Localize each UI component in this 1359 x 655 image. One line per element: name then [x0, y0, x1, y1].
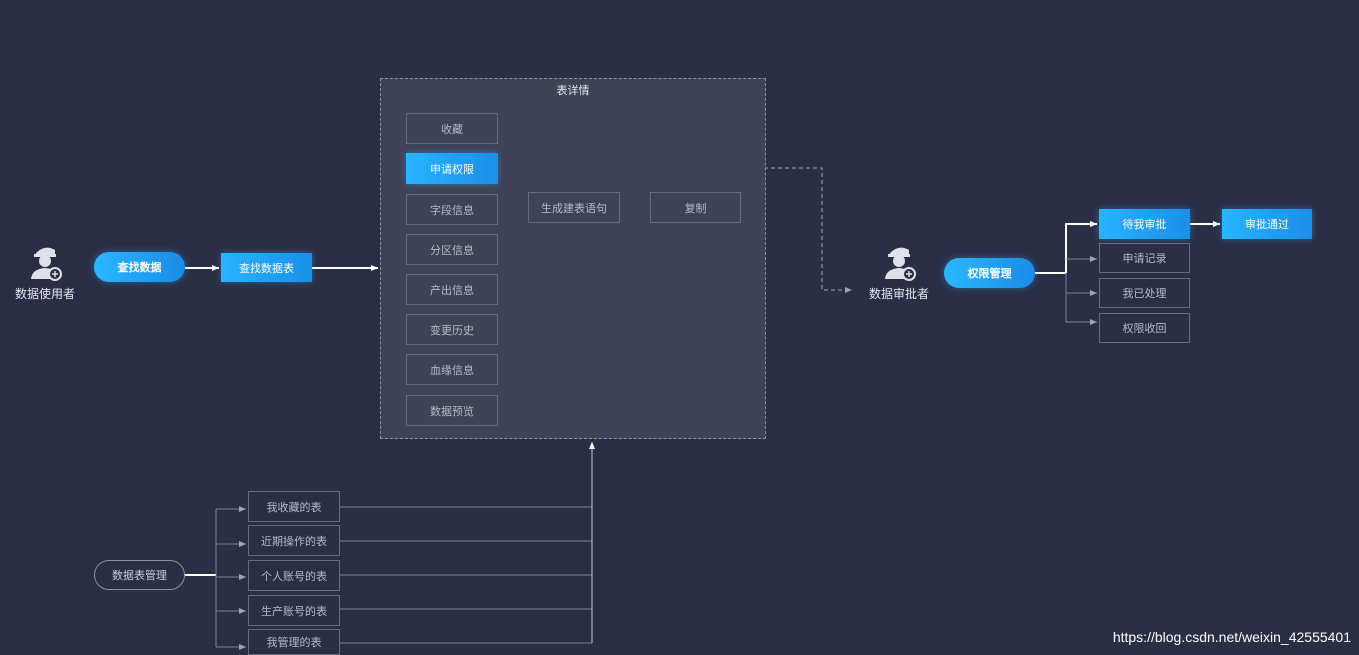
detail-favorite[interactable]: 收藏	[406, 113, 498, 144]
actor-label: 数据审批者	[868, 287, 929, 301]
find-table-node[interactable]: 查找数据表	[221, 253, 312, 282]
fav-tables-node[interactable]: 我收藏的表	[248, 491, 340, 522]
actor-label: 数据使用者	[14, 287, 75, 301]
table-detail-panel: 表详情	[380, 78, 766, 439]
detail-apply-permission[interactable]: 申请权限	[406, 153, 498, 184]
copy-node[interactable]: 复制	[650, 192, 741, 223]
find-data-button[interactable]: 查找数据	[94, 252, 185, 282]
personal-tables-node[interactable]: 个人账号的表	[248, 560, 340, 591]
data-approver-actor: 数据审批者	[859, 243, 939, 302]
detail-output-info[interactable]: 产出信息	[406, 274, 498, 305]
arrow-to-pending	[1065, 221, 1097, 273]
detail-data-preview[interactable]: 数据预览	[406, 395, 498, 426]
user-glasses-icon	[31, 247, 62, 281]
watermark-url: https://blog.csdn.net/weixin_42555401	[1112, 629, 1351, 645]
generate-ddl-node[interactable]: 生成建表语句	[528, 192, 620, 223]
pending-approval-node[interactable]: 待我审批	[1099, 209, 1190, 239]
table-mgmt-button[interactable]: 数据表管理	[94, 560, 185, 590]
approver-icon	[885, 247, 916, 281]
panel-title: 表详情	[556, 84, 590, 97]
apply-record-node[interactable]: 申请记录	[1099, 243, 1190, 273]
managed-tables-node[interactable]: 我管理的表	[248, 629, 340, 655]
revoke-permission-node[interactable]: 权限收回	[1099, 313, 1190, 343]
detail-field-info[interactable]: 字段信息	[406, 194, 498, 225]
prod-tables-node[interactable]: 生产账号的表	[248, 595, 340, 626]
approved-node[interactable]: 审批通过	[1222, 209, 1312, 239]
detail-change-history[interactable]: 变更历史	[406, 314, 498, 345]
permission-mgmt-button[interactable]: 权限管理	[944, 258, 1035, 288]
detail-lineage-info[interactable]: 血缘信息	[406, 354, 498, 385]
detail-partition-info[interactable]: 分区信息	[406, 234, 498, 265]
data-user-actor: 数据使用者	[5, 243, 85, 302]
processed-node[interactable]: 我已处理	[1099, 278, 1190, 308]
recent-tables-node[interactable]: 近期操作的表	[248, 525, 340, 556]
